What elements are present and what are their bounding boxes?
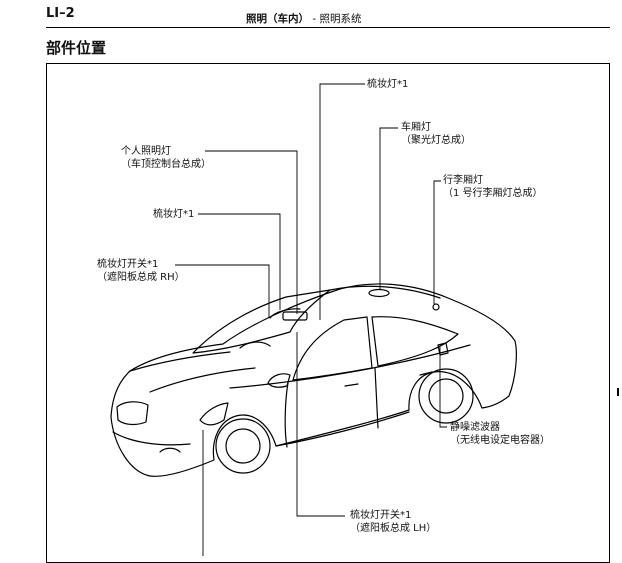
grille [116,401,149,426]
steering-wheel [239,341,271,349]
front-wheel [215,418,271,474]
windshield [192,289,331,354]
label-room-light: 车厢灯（聚光灯总成） [401,122,471,146]
leader-luggage-light [433,180,441,304]
label-vanity-light-top: 梳妆灯*1 [367,79,409,90]
label-luggage-light: 行李厢灯（1 号行李厢灯总成） [443,175,543,199]
bumper-line [112,431,191,446]
leader-vanity-light-top [319,83,365,320]
label-personal-light: 个人照明灯（车顶控制台总成） [121,146,211,170]
leader-vanity-switch-lh [296,332,345,517]
rear-wheel [418,368,474,424]
section-title: 部件位置 [46,39,107,57]
label-vanity-switch-rh: 梳妆灯开关*1（遮阳板总成 RH） [97,259,185,283]
fog-lamp [159,447,181,453]
header-section: 照明（车内） [246,13,309,25]
belt-line [229,344,471,389]
front-door-line [284,382,289,448]
rear-door-handle [419,371,433,376]
header-separator: - [309,13,320,25]
label-vanity-light-left: 梳妆灯*1 [153,209,195,220]
car-illustration [110,283,517,477]
hood-line [129,351,231,372]
headlamp [199,402,229,426]
side-mirror [267,373,291,388]
rear-side-window [371,316,459,367]
header-rule [46,27,610,28]
leader-vanity-light-left [198,213,281,310]
overhead-console [282,311,308,321]
front-door-handle [344,383,359,387]
leader-vanity-switch-rh [175,264,270,318]
margin-mark [617,388,619,396]
rocker-line [275,411,410,447]
label-noise-filter: 静噪滤波器（无线电设定电容器） [450,422,550,446]
noise-filter [437,342,449,356]
rear-door-line [374,367,379,429]
leader-lines [175,83,447,556]
leader-noise-filter [439,347,447,428]
hood-crease [149,367,256,393]
car-body-outline [110,283,517,477]
page-number: LI–2 [46,6,75,21]
label-vanity-switch-lh: 梳妆灯开关*1（遮阳板总成 LH） [350,510,437,534]
roof-line [329,285,441,299]
front-side-window [292,316,373,381]
header-title: 照明（车内） - 照明系统 [246,11,361,26]
luggage-light [432,303,440,311]
leader-room-light [379,127,398,290]
room-light [368,288,390,298]
header-system: 照明系统 [319,13,362,25]
sun-visor [269,308,301,319]
leader-personal-light [205,150,298,314]
